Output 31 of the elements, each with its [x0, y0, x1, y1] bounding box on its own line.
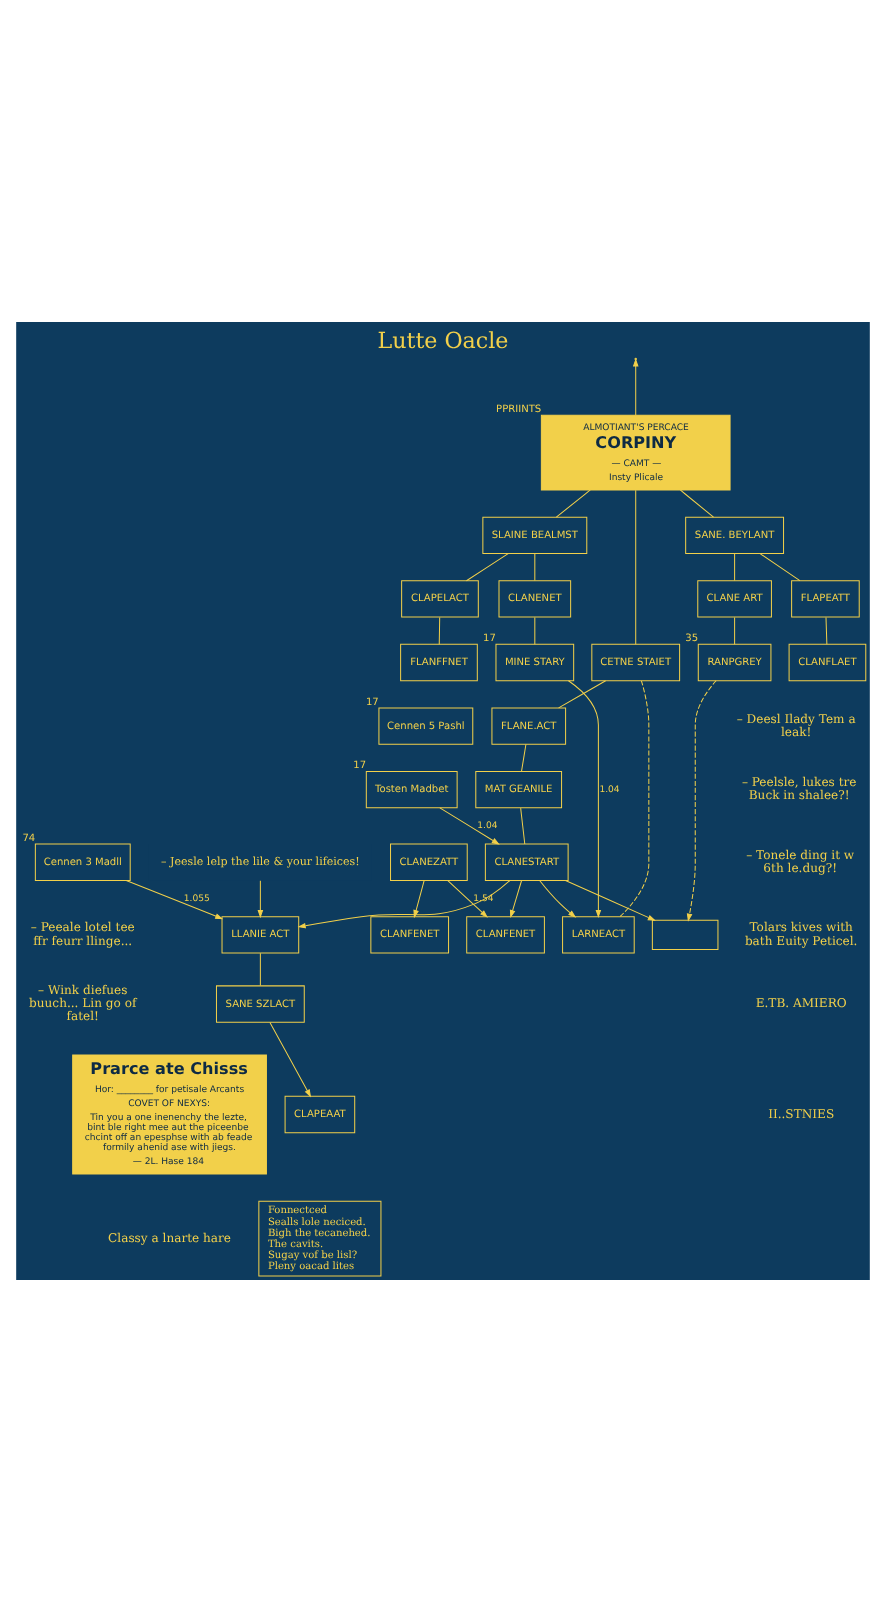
connector	[520, 806, 526, 844]
connector	[558, 679, 607, 708]
connector	[679, 488, 715, 517]
connector	[619, 679, 650, 917]
arrow	[686, 679, 717, 921]
arrow	[413, 879, 425, 918]
connector	[438, 615, 441, 644]
arrow	[567, 679, 602, 917]
connector	[734, 615, 736, 644]
connector	[555, 488, 591, 517]
arrow	[565, 879, 656, 920]
connector	[759, 552, 801, 581]
diagram-title: Lutte Oacle	[377, 326, 509, 353]
arrow	[539, 878, 577, 917]
arrow	[269, 1020, 312, 1097]
connector	[825, 615, 828, 644]
arrow	[509, 879, 522, 918]
connector	[734, 552, 736, 581]
arrow	[297, 879, 511, 928]
connector	[465, 552, 509, 581]
connector	[635, 488, 637, 644]
connector	[534, 615, 536, 644]
connector	[534, 552, 536, 581]
node-box	[651, 918, 719, 950]
arrow	[125, 879, 224, 919]
arrow	[257, 879, 264, 918]
connector	[521, 743, 527, 771]
arrow	[439, 806, 500, 844]
arrow	[447, 879, 488, 917]
connector	[259, 951, 261, 986]
arrow	[632, 357, 639, 415]
